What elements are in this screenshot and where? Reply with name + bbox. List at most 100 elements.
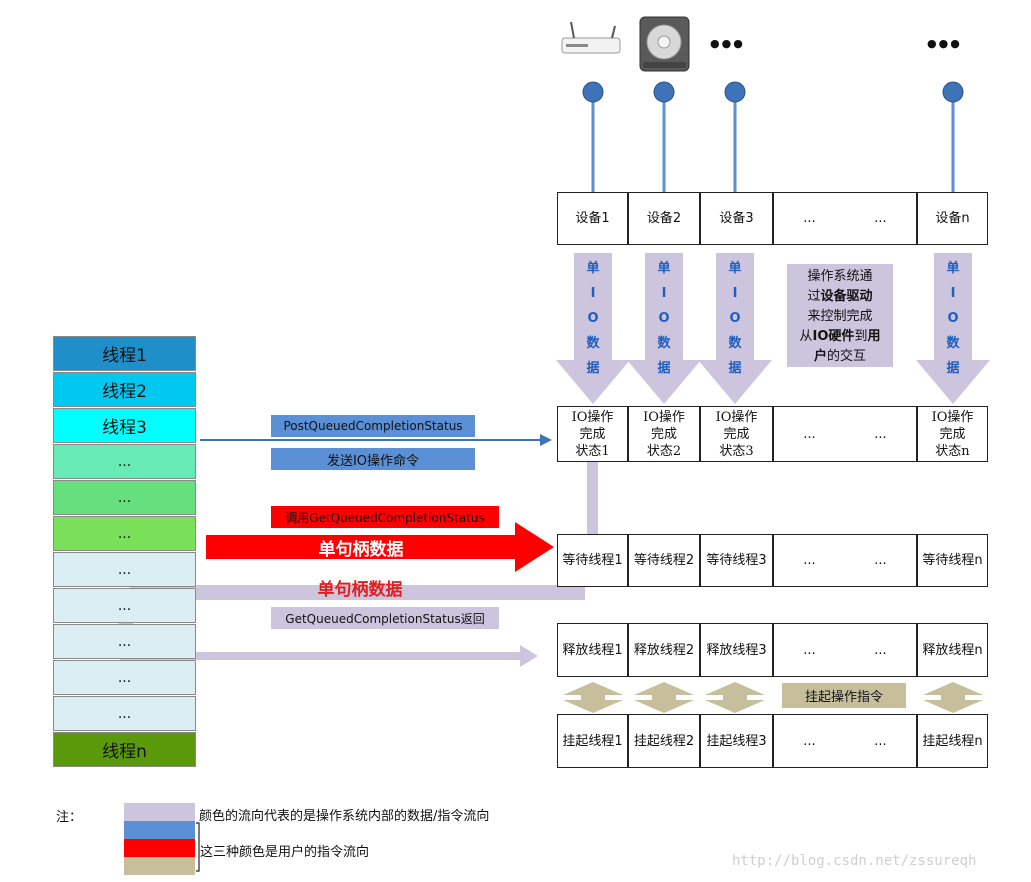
- cell-label: 挂起线程n: [922, 733, 983, 749]
- suspend-thread-cell-4: ...: [773, 714, 845, 768]
- red-call-arrow: [206, 522, 554, 572]
- thread-item-3: 线程3: [53, 408, 196, 443]
- device-cell-1: 设备1: [557, 192, 628, 245]
- thread-item-6: ...: [53, 516, 196, 551]
- status-line: IO操作: [931, 409, 974, 425]
- device-cell-6: 设备n: [917, 192, 988, 245]
- cell-label: 释放线程1: [562, 642, 623, 658]
- suspend-thread-cell-5: ...: [845, 714, 917, 768]
- status-lines: ...: [874, 426, 886, 443]
- post-queued-label: PostQueuedCompletionStatus: [271, 415, 475, 437]
- single-handle-data-red: 单句柄数据: [318, 539, 404, 560]
- status-line: 完成: [723, 426, 750, 442]
- thread-label: ...: [117, 705, 132, 722]
- thread-item-2: 线程2: [53, 372, 196, 407]
- thread-item-8: ...: [53, 588, 196, 623]
- io-data-char: I: [950, 286, 956, 301]
- cell-label: ...: [874, 642, 887, 658]
- thread-label: ...: [117, 633, 132, 650]
- cell-label: 设备2: [646, 211, 682, 226]
- io-data-char: 数: [586, 336, 600, 351]
- cell-label: 等待线程2: [633, 553, 695, 568]
- os-note-line-3: 来控制完成: [807, 309, 873, 324]
- single-handle-data-lavender: 单句柄数据: [317, 579, 403, 600]
- status-to-wait-arrow: [580, 462, 605, 586]
- cell-label: 设备n: [935, 211, 970, 226]
- cell-label: 设备3: [719, 211, 754, 226]
- release-thread-cell-3: 释放线程3: [700, 623, 773, 677]
- device-cell-5: ...: [845, 192, 917, 245]
- legend-note: 注：: [56, 810, 83, 825]
- io-data-char: O: [729, 311, 741, 326]
- cell-label: 释放线程3: [706, 642, 767, 658]
- hard-disk-icon: [639, 16, 690, 72]
- cell-label: 挂起线程1: [562, 733, 623, 749]
- io-data-char: 据: [728, 361, 742, 376]
- wait-thread-cell-1: 等待线程1: [557, 534, 628, 587]
- cell-label: 设备1: [575, 211, 610, 226]
- thread-label: ...: [117, 453, 132, 470]
- io-data-arrows: [556, 253, 990, 404]
- io-status-cell-3: IO操作完成状态3: [700, 406, 773, 462]
- cell-label: ...: [803, 211, 816, 226]
- status-lines: ...: [803, 426, 815, 443]
- router-icon: [561, 21, 621, 54]
- release-thread-cell-1: 释放线程1: [557, 623, 628, 677]
- io-data-char: I: [661, 286, 667, 301]
- io-data-char: O: [658, 311, 670, 326]
- thread-item-10: ...: [53, 660, 196, 695]
- status-line: 状态1: [575, 443, 610, 459]
- os-note-box: 操作系统通 过设备驱动 来控制完成 从IO硬件到用 户的交互: [787, 264, 893, 367]
- suspend-double-arrows: [563, 682, 983, 713]
- release-thread-cell-4: ...: [773, 623, 845, 677]
- io-status-cell-4: ...: [773, 406, 845, 462]
- io-data-char: 单: [586, 261, 600, 276]
- os-note-line-4: 从IO硬件到用: [799, 329, 881, 344]
- status-lines: IO操作完成状态3: [716, 409, 758, 460]
- release-thread-cell-5: ...: [845, 623, 917, 677]
- io-status-cell-6: IO操作完成状态n: [917, 406, 988, 462]
- wait-thread-cell-4: ...: [773, 534, 845, 587]
- legend-swatches: [124, 803, 200, 875]
- thread-label: ...: [117, 669, 132, 686]
- status-line: 状态3: [719, 443, 754, 459]
- thread-label: 线程n: [102, 742, 147, 762]
- io-status-cell-1: IO操作完成状态1: [557, 406, 628, 462]
- io-data-char: 单: [946, 261, 960, 276]
- return-arrow: [122, 570, 585, 614]
- os-note-line-5: 户的交互: [813, 349, 867, 364]
- cell-label: 等待线程3: [706, 553, 767, 568]
- device-connectors: [582, 81, 964, 192]
- os-note-line-1: 操作系统通: [807, 269, 873, 284]
- io-data-char: 数: [657, 336, 671, 351]
- watermark: http://blog.csdn.net/zssureqh: [732, 853, 977, 869]
- suspend-thread-cell-3: 挂起线程3: [700, 714, 773, 768]
- release-thread-cell-2: 释放线程2: [628, 623, 700, 677]
- wait-thread-cell-6: 等待线程n: [917, 534, 988, 587]
- status-line: ...: [874, 426, 887, 442]
- cell-label: 释放线程n: [922, 642, 983, 658]
- thread-label: 线程3: [102, 418, 147, 438]
- cell-label: ...: [874, 211, 887, 226]
- post-arrow: [200, 434, 552, 446]
- legend-user-flow: 这三种颜色是用户的指令流向: [200, 845, 370, 860]
- status-line: 状态2: [646, 443, 682, 459]
- device-ellipsis-b: ●●●: [927, 37, 962, 50]
- thread-item-7: ...: [53, 552, 196, 587]
- status-line: 状态n: [935, 443, 970, 459]
- status-line: ...: [803, 426, 816, 442]
- thread-item-1: 线程1: [53, 336, 196, 371]
- thread-item-9: ...: [53, 624, 196, 659]
- status-lines: IO操作完成状态n: [932, 409, 974, 460]
- io-data-char: 据: [946, 361, 960, 376]
- device-cell-4: ...: [773, 192, 845, 245]
- cell-label: ...: [874, 553, 887, 568]
- suspend-thread-cell-2: 挂起线程2: [628, 714, 700, 768]
- cell-label: ...: [874, 733, 887, 749]
- suspend-thread-cell-6: 挂起线程n: [917, 714, 988, 768]
- device-ellipsis-a: ●●●: [710, 37, 745, 50]
